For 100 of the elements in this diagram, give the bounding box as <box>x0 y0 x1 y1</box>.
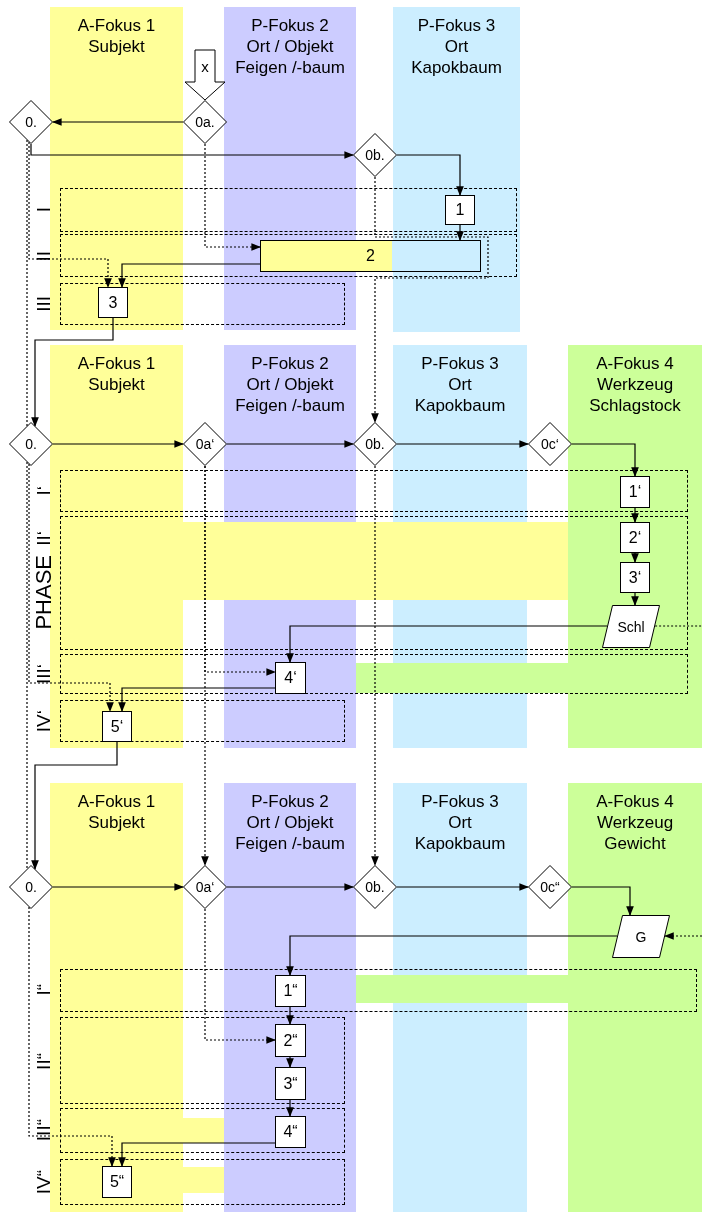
dotted-arrow <box>28 141 112 288</box>
lane-heading: Ort <box>448 812 472 833</box>
phase-label: IV“ <box>34 1169 53 1195</box>
lane-heading: A-Fokus 1 <box>77 353 156 374</box>
step-label: G <box>635 928 647 945</box>
dotted-arrow <box>204 143 261 251</box>
decision-label: 0b. <box>365 147 385 163</box>
lane-heading: Schlagstock <box>589 395 681 416</box>
lane-heading: Ort / Objekt <box>246 374 334 395</box>
phase-label: III“ <box>34 1118 53 1142</box>
dotted-line <box>26 139 28 427</box>
process-box <box>275 1024 306 1057</box>
step-label: 1 <box>455 201 465 219</box>
dotted-arrow <box>371 176 489 423</box>
dotted-arrow <box>201 465 209 866</box>
arrow <box>631 552 639 563</box>
lane-heading: Ort / Objekt <box>246 36 334 57</box>
lane-heading: Subjekt <box>88 36 145 57</box>
arrow <box>286 935 618 976</box>
phase-label: PHASE <box>34 554 53 630</box>
arrow <box>31 317 114 427</box>
process-box <box>275 1116 306 1148</box>
lane-heading: Subjekt <box>88 374 145 395</box>
decision-label: 0. <box>25 436 37 452</box>
decision-label: 0c‘ <box>541 436 559 452</box>
lane-heading: Werkzeug <box>596 812 674 833</box>
arrow <box>226 883 354 891</box>
decision-label: 0. <box>25 879 37 895</box>
step-label: 1‘ <box>628 483 642 501</box>
decision-diamond <box>183 865 227 909</box>
arrow <box>631 592 639 606</box>
step-label: 3‘ <box>628 568 642 587</box>
lane-heading: Werkzeug <box>596 374 674 395</box>
process-box <box>275 975 306 1007</box>
lane-heading: Feigen /-baum <box>235 833 345 854</box>
decision-diamond <box>528 422 572 466</box>
decision-label: 0b. <box>365 436 385 452</box>
input-parallelogram <box>602 605 660 648</box>
process-box <box>98 287 128 318</box>
lane-heading: Feigen /-baum <box>235 395 345 416</box>
arrow <box>396 440 529 448</box>
lane-heading: P-Fokus 3 <box>417 15 496 36</box>
arrow <box>118 263 261 288</box>
arrow <box>286 625 608 663</box>
phase-label: I <box>34 207 53 213</box>
arrow <box>31 741 118 870</box>
dotted-arrow <box>371 465 379 866</box>
decision-diamond <box>183 422 227 466</box>
phase-label: II <box>34 250 53 262</box>
arrow <box>396 883 529 891</box>
process-box <box>275 662 306 694</box>
dotted-line <box>26 461 28 870</box>
process-box <box>620 476 650 508</box>
phase-label: IV‘ <box>34 709 53 733</box>
arrow <box>118 687 276 712</box>
dotted-arrow <box>28 906 116 1167</box>
lane-heading: Kapokbaum <box>411 57 502 78</box>
step-label: 3“ <box>283 1074 298 1093</box>
lane-heading: P-Fokus 2 <box>251 791 329 812</box>
step-label: 2“ <box>283 1031 298 1050</box>
lane-heading: A-Fokus 1 <box>77 791 156 812</box>
decision-label: 0a‘ <box>195 879 215 895</box>
arrow <box>286 1099 294 1117</box>
dotted-arrow <box>204 908 276 1044</box>
step-label: 5“ <box>109 1173 125 1191</box>
decision-diamond <box>353 422 397 466</box>
phase-label: I‘ <box>34 486 53 496</box>
process-box <box>275 1067 306 1100</box>
process-box <box>102 711 132 742</box>
process-box <box>620 562 650 593</box>
dotted-line <box>654 625 702 627</box>
step-label: 4“ <box>283 1123 298 1141</box>
lane-heading: P-Fokus 3 <box>421 353 499 374</box>
arrow <box>286 1006 294 1025</box>
dotted-arrow <box>28 463 114 712</box>
decision-diamond <box>353 133 397 177</box>
lane-heading: Ort <box>448 374 472 395</box>
decision-label: 0c“ <box>540 879 560 895</box>
process-box <box>620 522 650 553</box>
dotted-arrow <box>664 932 702 940</box>
lane-heading: P-Fokus 2 <box>251 353 329 374</box>
decision-diamond <box>183 100 227 144</box>
decision-label: 0. <box>25 114 37 130</box>
decision-diamond <box>528 865 572 909</box>
lane-heading: P-Fokus 2 <box>251 15 329 36</box>
phase-label: II“ <box>34 1052 53 1070</box>
phase-label: I“ <box>34 984 53 996</box>
decision-label: 0a‘ <box>195 436 215 452</box>
lane-heading: Ort <box>444 36 469 57</box>
step-label: Schl <box>617 618 645 635</box>
process-box <box>445 195 475 225</box>
input-parallelogram <box>612 915 670 958</box>
step-label: 3 <box>108 293 118 312</box>
decision-label: 0a. <box>195 114 215 130</box>
arrow <box>226 440 354 448</box>
lane-heading: P-Fokus 3 <box>421 791 499 812</box>
arrow <box>286 1056 294 1068</box>
arrow <box>30 143 354 159</box>
decision-diamond <box>353 865 397 909</box>
step-label: 4‘ <box>284 669 297 687</box>
